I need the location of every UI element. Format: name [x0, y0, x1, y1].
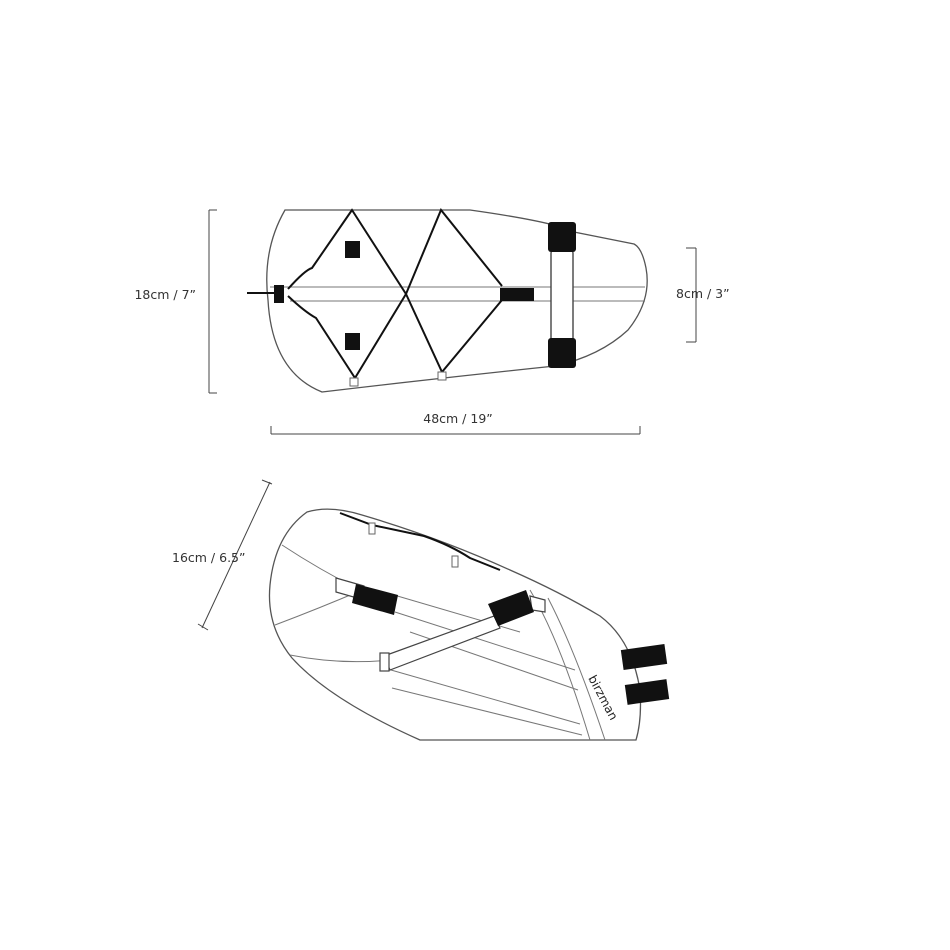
cord-stopper [500, 288, 534, 301]
side-panel-line [391, 687, 583, 736]
velcro-tab [620, 644, 668, 670]
side-buckle [352, 584, 398, 615]
strap-tab [345, 241, 360, 258]
bungee-cord [287, 208, 503, 297]
side-view-stitch [339, 512, 501, 571]
cord-tab [437, 371, 447, 381]
cord-lock [274, 285, 284, 303]
side-view: birzman 16cm / 6.5” [172, 479, 670, 741]
dimension-label-length: 48cm / 19” [423, 411, 493, 426]
side-view-outline [268, 508, 642, 741]
dimension-label-rear-width: 8cm / 3” [676, 286, 730, 301]
dimension-line-height-side [197, 479, 273, 631]
cord-tab [451, 555, 459, 568]
cord-tab [349, 377, 359, 387]
side-panel-line [383, 667, 581, 725]
dimension-label-height-side: 16cm / 6.5” [172, 550, 245, 565]
side-panel-line [394, 611, 576, 671]
seatpost-strap [550, 249, 574, 343]
side-panel-line [289, 654, 391, 663]
strap-buckle-top [548, 222, 576, 252]
dimension-line-height-top [208, 209, 217, 394]
strap-ring [379, 652, 390, 672]
top-view: 18cm / 7” 8cm / 3” 48cm / 19” [134, 208, 730, 435]
side-buckle [488, 590, 534, 626]
cord-tab [368, 522, 376, 535]
dimension-line-length [270, 426, 641, 435]
side-panel-line [547, 597, 606, 741]
strap-tab [345, 333, 360, 350]
dimension-line-rear [686, 247, 697, 343]
strap-buckle-bottom [548, 338, 576, 368]
dimension-label-height-top: 18cm / 7” [134, 287, 196, 302]
bungee-cord-lower [287, 291, 503, 380]
velcro-tab [624, 679, 670, 705]
side-strap-diagonal [383, 615, 501, 671]
